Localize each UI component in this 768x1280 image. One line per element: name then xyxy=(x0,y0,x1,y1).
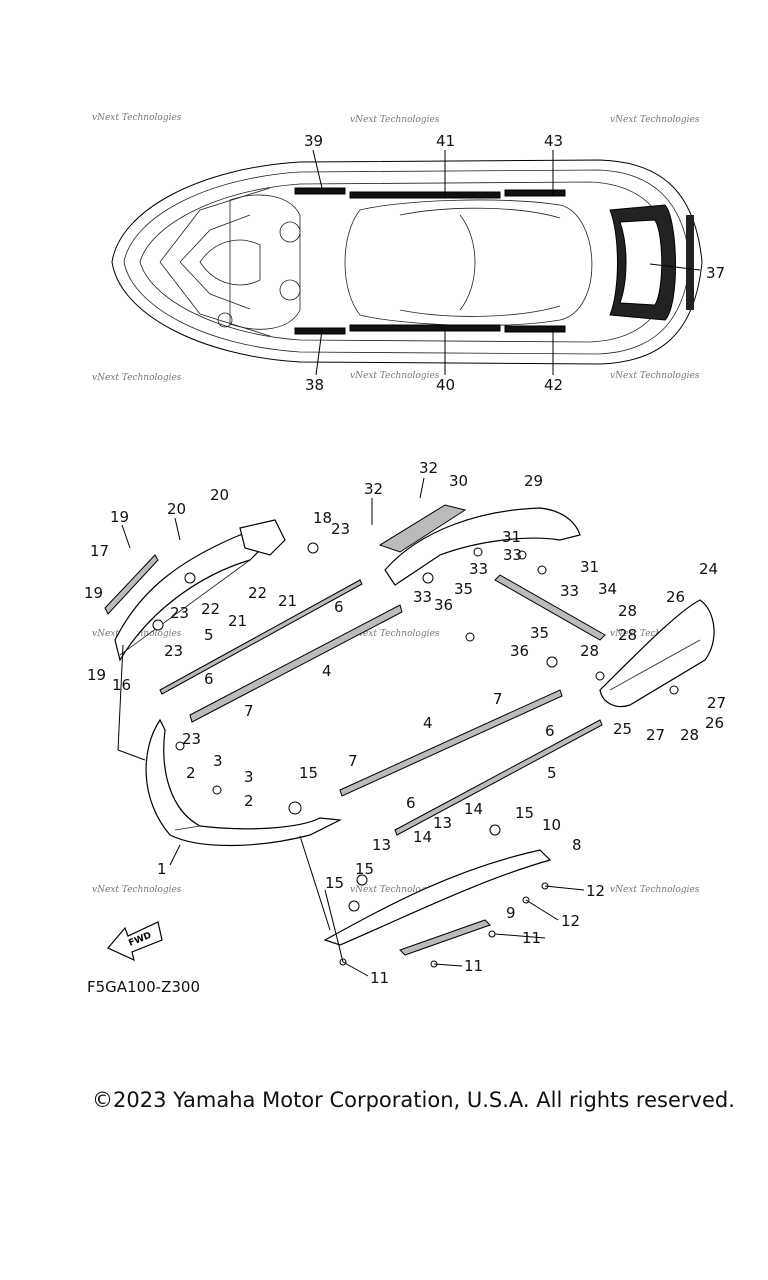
callout-15: 15 xyxy=(325,874,344,892)
callout-17: 17 xyxy=(90,542,109,560)
watermark: vNext Technologies xyxy=(92,373,182,383)
watermark: vNext Technologies xyxy=(350,371,440,381)
callout-28: 28 xyxy=(680,726,699,744)
callout-3: 3 xyxy=(213,752,223,770)
watermark: vNext Technologies xyxy=(610,885,700,895)
callout-9: 9 xyxy=(506,904,516,922)
callout-2: 2 xyxy=(244,792,254,810)
watermark: vNext Technologies xyxy=(350,115,440,125)
leader-lines xyxy=(121,477,585,977)
callout-28: 28 xyxy=(618,626,637,644)
callouts: 39 41 43 37 38 40 42 32 32 30 29 20 20 1… xyxy=(84,132,726,987)
callout-23: 23 xyxy=(331,520,350,538)
watermark: vNext Technologies xyxy=(350,885,440,895)
callout-7: 7 xyxy=(493,690,503,708)
callout-13: 13 xyxy=(372,836,391,854)
callout-19: 19 xyxy=(110,508,129,526)
callout-11: 11 xyxy=(464,957,483,975)
callout-21: 21 xyxy=(278,592,297,610)
callout-19: 19 xyxy=(84,584,103,602)
callout-36: 36 xyxy=(510,642,529,660)
callout-40: 40 xyxy=(436,376,455,394)
callout-5: 5 xyxy=(547,764,557,782)
callout-6: 6 xyxy=(334,598,344,616)
callout-11: 11 xyxy=(522,929,541,947)
callout-36: 36 xyxy=(434,596,453,614)
callout-15: 15 xyxy=(515,804,534,822)
callout-41: 41 xyxy=(436,132,455,150)
callout-26: 26 xyxy=(666,588,685,606)
callout-6: 6 xyxy=(545,722,555,740)
watermark: vNext Technologies xyxy=(92,885,182,895)
callout-4: 4 xyxy=(322,662,332,680)
callout-14: 14 xyxy=(413,828,432,846)
callout-37: 37 xyxy=(706,264,725,282)
watermark: vNext Technologies xyxy=(350,629,440,639)
callout-23: 23 xyxy=(170,604,189,622)
callout-15: 15 xyxy=(299,764,318,782)
callout-29: 29 xyxy=(524,472,543,490)
callout-11: 11 xyxy=(370,969,389,987)
callout-12: 12 xyxy=(586,882,605,900)
callout-24: 24 xyxy=(699,560,718,578)
copyright-notice: ©2023 Yamaha Motor Corporation, U.S.A. A… xyxy=(92,1088,735,1112)
callout-7: 7 xyxy=(348,752,358,770)
watermark: vNext Technologies xyxy=(610,115,700,125)
callout-10: 10 xyxy=(542,816,561,834)
callout-33: 33 xyxy=(469,560,488,578)
callout-7: 7 xyxy=(244,702,254,720)
callout-22: 22 xyxy=(248,584,267,602)
callout-30: 30 xyxy=(449,472,468,490)
callout-31: 31 xyxy=(580,558,599,576)
callout-33: 33 xyxy=(413,588,432,606)
callout-35: 35 xyxy=(530,624,549,642)
callout-25: 25 xyxy=(613,720,632,738)
callout-12: 12 xyxy=(561,912,580,930)
callout-39: 39 xyxy=(304,132,323,150)
callout-31: 31 xyxy=(502,528,521,546)
callout-22: 22 xyxy=(201,600,220,618)
callout-27: 27 xyxy=(646,726,665,744)
callout-4: 4 xyxy=(423,714,433,732)
callout-6: 6 xyxy=(204,670,214,688)
callout-15: 15 xyxy=(355,860,374,878)
callout-32: 32 xyxy=(364,480,383,498)
callout-34: 34 xyxy=(598,580,617,598)
callout-33: 33 xyxy=(560,582,579,600)
callout-38: 38 xyxy=(305,376,324,394)
callout-28: 28 xyxy=(618,602,637,620)
callout-18: 18 xyxy=(313,509,332,527)
callout-26: 26 xyxy=(705,714,724,732)
callout-6: 6 xyxy=(406,794,416,812)
callout-27: 27 xyxy=(707,694,726,712)
callout-43: 43 xyxy=(544,132,563,150)
callout-32: 32 xyxy=(419,459,438,477)
callout-1: 1 xyxy=(157,860,167,878)
watermark: vNext Technologies xyxy=(92,113,182,123)
callout-20: 20 xyxy=(210,486,229,504)
callout-42: 42 xyxy=(544,376,563,394)
callout-35: 35 xyxy=(454,580,473,598)
watermark: vNext Technologies xyxy=(610,629,700,639)
callout-13: 13 xyxy=(433,814,452,832)
drawing-code: F5GA100-Z300 xyxy=(87,978,201,996)
watermark: vNext Technologies xyxy=(610,371,700,381)
callout-33: 33 xyxy=(503,546,522,564)
callout-14: 14 xyxy=(464,800,483,818)
callout-5: 5 xyxy=(204,626,214,644)
callout-3: 3 xyxy=(244,768,254,786)
callout-21: 21 xyxy=(228,612,247,630)
callout-20: 20 xyxy=(167,500,186,518)
callout-28: 28 xyxy=(580,642,599,660)
callout-16: 16 xyxy=(112,676,131,694)
callout-2: 2 xyxy=(186,764,196,782)
watercraft-top-view xyxy=(111,149,703,376)
callout-19: 19 xyxy=(87,666,106,684)
callout-23: 23 xyxy=(182,730,201,748)
callout-8: 8 xyxy=(572,836,582,854)
callout-23: 23 xyxy=(164,642,183,660)
